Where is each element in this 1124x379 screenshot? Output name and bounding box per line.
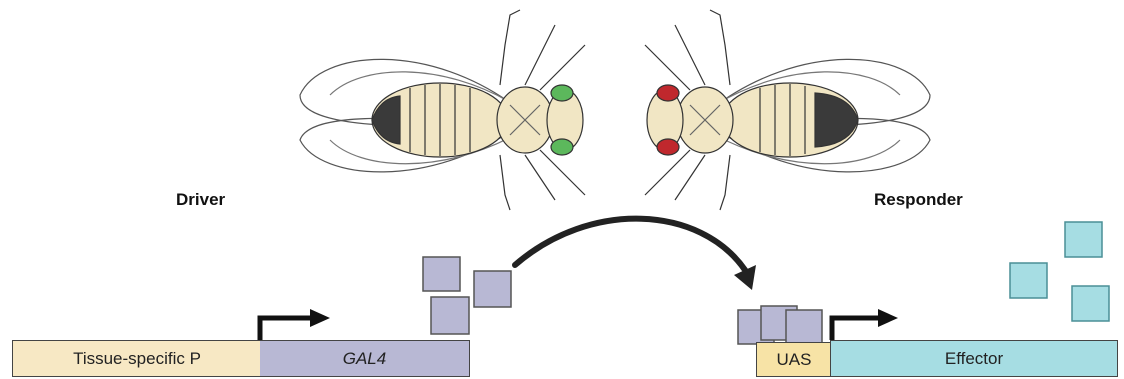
effector-label: Effector xyxy=(945,349,1003,369)
transfer-arrow xyxy=(515,219,756,290)
driver-fly xyxy=(300,10,585,210)
tissue-specific-promoter: Tissue-specific P xyxy=(12,340,262,377)
effector-protein xyxy=(1072,286,1109,321)
responder-promoter-arrow xyxy=(832,309,898,340)
driver-promoter-arrow xyxy=(260,309,330,340)
effector-protein xyxy=(1065,222,1102,257)
gal4-label: GAL4 xyxy=(343,349,386,369)
promoter-label: Tissue-specific P xyxy=(73,349,201,369)
effector-proteins xyxy=(1010,222,1109,321)
uas-element: UAS xyxy=(756,342,832,377)
effector-gene: Effector xyxy=(830,340,1118,377)
gal4-protein xyxy=(431,297,469,334)
gal4-protein-bound xyxy=(786,310,822,344)
gal4-protein xyxy=(423,257,460,291)
effector-protein xyxy=(1010,263,1047,298)
responder-label: Responder xyxy=(874,190,963,210)
uas-label: UAS xyxy=(777,350,812,370)
gal4-proteins xyxy=(423,257,822,344)
gal4-protein xyxy=(474,271,511,307)
responder-fly xyxy=(645,10,930,210)
driver-label: Driver xyxy=(176,190,225,210)
gal4-gene: GAL4 xyxy=(260,340,470,377)
